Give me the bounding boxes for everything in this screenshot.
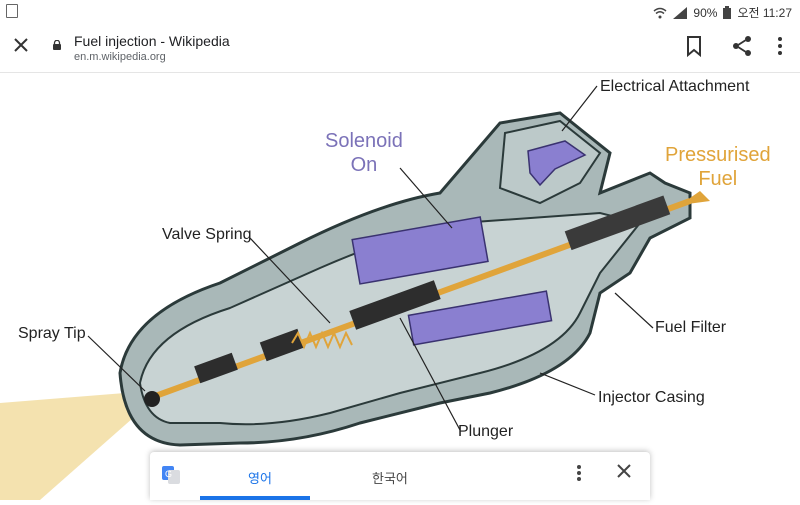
page-url: en.m.wikipedia.org: [74, 51, 166, 63]
injector-illustration: [0, 85, 710, 500]
translate-close-button[interactable]: [616, 462, 632, 485]
label-electrical-attachment: Electrical Attachment: [600, 78, 750, 95]
tab-source-language[interactable]: 영어: [248, 471, 272, 486]
signal-icon: [673, 6, 688, 19]
more-options-icon[interactable]: [768, 34, 792, 58]
browser-toolbar: Fuel injection - Wikipedia en.m.wikipedi…: [0, 22, 800, 73]
svg-text:G: G: [165, 469, 172, 479]
label-solenoid-line2: On: [350, 154, 378, 176]
close-button[interactable]: [10, 34, 32, 56]
label-solenoid-line1: Solenoid: [325, 130, 403, 152]
label-pressurised-line1: Pressurised: [665, 144, 771, 166]
clock: 오전 11:27: [737, 6, 792, 20]
fuel-arrow: [680, 191, 710, 205]
page-title: Fuel injection - Wikipedia: [74, 33, 230, 49]
fuel-injector-diagram: Electrical Attachment Solenoid On Pressu…: [0, 73, 800, 500]
close-icon: [14, 38, 28, 52]
wifi-icon: [653, 7, 667, 18]
label-injector-casing: Injector Casing: [598, 389, 705, 406]
share-icon[interactable]: [730, 34, 754, 58]
valve-spring-coil: [291, 330, 353, 350]
label-pressurised-line2: Fuel: [698, 168, 738, 190]
status-icons: 90% 오전 11:27: [653, 4, 792, 21]
label-plunger: Plunger: [458, 423, 514, 440]
tab-target-language[interactable]: 한국어: [372, 471, 408, 486]
translate-more-button[interactable]: [576, 464, 582, 487]
more-vertical-icon: [577, 465, 581, 481]
label-spray-tip: Spray Tip: [18, 325, 86, 342]
lock-icon: [53, 40, 61, 50]
battery-percent: 90%: [693, 5, 718, 20]
battery-icon: [723, 6, 732, 19]
bookmark-icon[interactable]: [682, 34, 706, 58]
notification-icon: [6, 4, 18, 18]
label-pressurised-fuel: Pressurised Fuel: [665, 143, 771, 191]
close-icon: [617, 464, 631, 478]
label-valve-spring: Valve Spring: [162, 226, 252, 243]
spray-cone: [0, 391, 150, 500]
google-translate-icon[interactable]: G: [162, 466, 180, 484]
tab-indicator: [200, 496, 310, 500]
translate-bar: G 영어 한국어: [150, 452, 650, 500]
label-fuel-filter: Fuel Filter: [655, 319, 727, 336]
label-solenoid: Solenoid On: [325, 129, 403, 177]
status-bar: 90% 오전 11:27: [0, 0, 800, 22]
